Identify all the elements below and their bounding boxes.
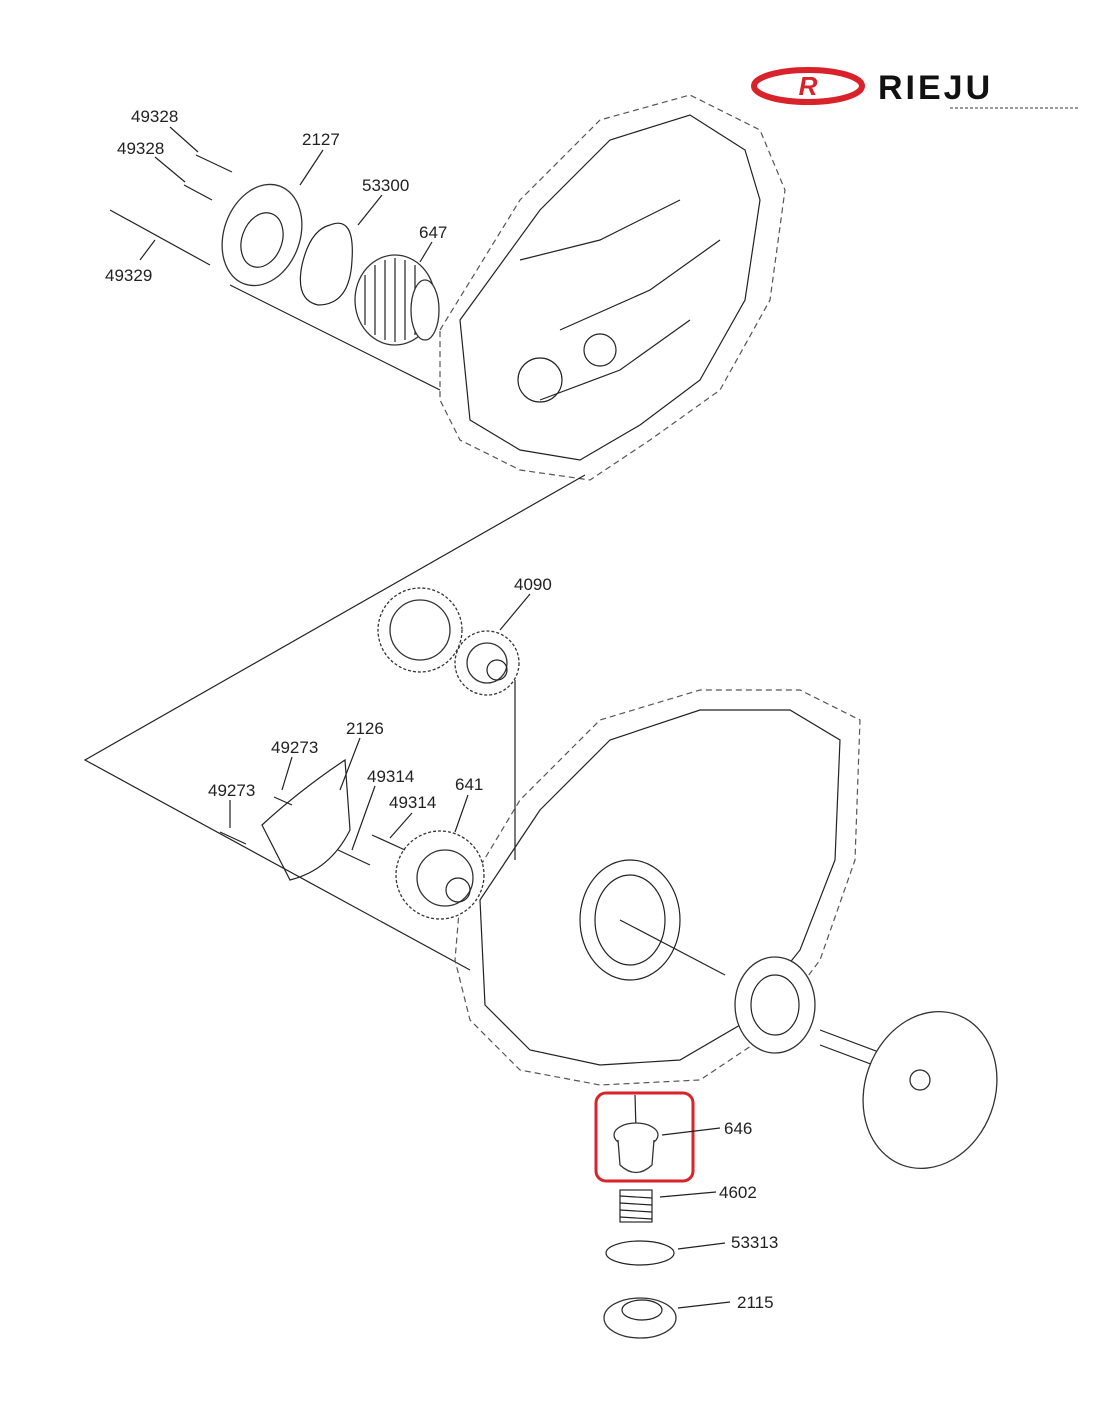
o-ring: [299, 222, 353, 306]
label-641: 641: [455, 775, 483, 794]
crankcase: [454, 689, 861, 1086]
svg-text:R: R: [799, 71, 818, 101]
label-646: 646: [724, 1119, 752, 1138]
label-2115: 2115: [737, 1293, 774, 1312]
label-49314-b: 49314: [389, 793, 436, 812]
label-4090: 4090: [514, 575, 552, 594]
oil-strainer-646: [613, 1122, 659, 1174]
oil-filter: [354, 254, 440, 346]
label-2127: 2127: [302, 130, 340, 149]
oil-filter-cover: [221, 183, 303, 287]
label-49314-a: 49314: [367, 767, 414, 786]
label-49328-b: 49328: [117, 139, 164, 158]
drain-plug-2115: [603, 1297, 677, 1339]
svg-text:RIEJU: RIEJU: [878, 69, 993, 107]
gasket: [261, 758, 351, 881]
label-49328-a: 49328: [131, 107, 178, 126]
gear-641: [395, 830, 485, 920]
label-2126: 2126: [346, 719, 384, 738]
label-647: 647: [419, 223, 447, 242]
label-4602: 4602: [719, 1183, 757, 1202]
leader-lines: [139, 126, 731, 1309]
spring-4602: [619, 1189, 653, 1223]
label-49273-a: 49273: [271, 738, 318, 757]
label-49273-b: 49273: [208, 781, 255, 800]
label-53300: 53300: [362, 176, 409, 195]
o-ring-53313: [605, 1240, 675, 1266]
gear-4090: [377, 587, 520, 696]
bolts-upper: [109, 154, 233, 266]
highlight-box: [594, 1091, 695, 1183]
clutch-cover: [439, 94, 786, 481]
bolts-lower: [219, 796, 406, 866]
rieju-logo: R RIEJU: [751, 67, 1080, 109]
label-49329: 49329: [105, 266, 152, 285]
label-53313: 53313: [731, 1233, 778, 1252]
crankshaft: [734, 956, 998, 1170]
